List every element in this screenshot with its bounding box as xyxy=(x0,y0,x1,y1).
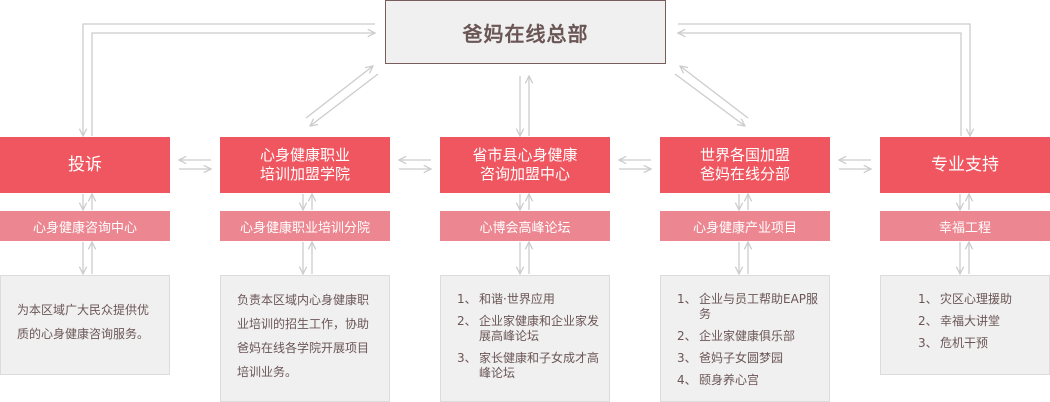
training-description-panel: 负责本区域内心身健康职业培训的招生工作，协助爸妈在线各学院开展项目培训业务。 xyxy=(220,275,390,402)
consulting-center-title-line2: 咨询加盟中心 xyxy=(479,165,570,183)
international-branch-box[interactable]: 世界各国加盟 爸妈在线分部 xyxy=(660,137,830,193)
connector-hq-to-col4 xyxy=(674,73,745,126)
industry-projects-label: 心身健康产业项目 xyxy=(692,220,797,236)
forum-box[interactable]: 心博会高峰论坛 xyxy=(440,211,610,241)
connector-hq-to-support xyxy=(678,23,970,136)
industry-projects-panel: 1、企业与员工帮助EAP服务 2、企业家健康俱乐部 3、爸妈子女圆梦园 4、颐身… xyxy=(660,275,830,402)
complaint-box[interactable]: 投诉 xyxy=(0,137,170,193)
professional-support-box[interactable]: 专业支持 xyxy=(880,137,1050,193)
complaint-description: 为本区域广大民众提供优质的心身健康咨询服务。 xyxy=(17,303,150,341)
connector-col4-to-hq xyxy=(680,66,749,119)
list-item: 3、爸妈子女圆梦园 xyxy=(677,351,784,365)
list-item: 2、幸福大讲堂 xyxy=(918,314,1001,328)
connector-hq-to-col2 xyxy=(310,73,379,126)
complaint-title: 投诉 xyxy=(68,154,102,175)
professional-support-title: 专业支持 xyxy=(931,154,999,175)
connector-hq-to-complaint xyxy=(83,23,375,136)
horizontal-connectors xyxy=(179,160,871,169)
list-item: 2、企业家健康俱乐部 xyxy=(677,329,796,343)
forum-label: 心博会高峰论坛 xyxy=(479,220,571,236)
forum-list: 1、和谐·世界应用 2、企业家健康和企业家发展高峰论坛 3、家长健康和子女成才高… xyxy=(441,276,609,381)
list-item: 4、颐身养心宫 xyxy=(677,373,760,387)
training-academy-title-line1: 心身健康职业 xyxy=(259,146,350,164)
connector-col2-to-hq xyxy=(305,66,373,119)
support-list: 1、灾区心理援助 2、幸福大讲堂 3、危机干预 xyxy=(881,276,1049,351)
complaint-description-panel: 为本区域广大民众提供优质的心身健康咨询服务。 xyxy=(0,275,170,375)
headquarters-box[interactable]: 爸妈在线总部 xyxy=(385,0,666,64)
industry-projects-list: 1、企业与员工帮助EAP服务 2、企业家健康俱乐部 3、爸妈子女圆梦园 4、颐身… xyxy=(661,276,829,388)
training-branch-label: 心身健康职业培训分院 xyxy=(239,220,370,236)
list-item: 1、企业与员工帮助EAP服务 xyxy=(677,292,819,321)
list-item: 3、家长健康和子女成才高峰论坛 xyxy=(457,351,600,380)
international-branch-title-line1: 世界各国加盟 xyxy=(699,146,790,164)
list-item: 3、危机干预 xyxy=(918,336,989,350)
counseling-center-label: 心身健康咨询中心 xyxy=(32,220,137,236)
consulting-center-title-line1: 省市县心身健康 xyxy=(472,146,578,164)
international-branch-title-line2: 爸妈在线分部 xyxy=(699,165,790,183)
connector-complaint-to-hq xyxy=(91,33,375,136)
training-academy-title-line2: 培训加盟学院 xyxy=(259,165,350,183)
list-item: 1、和谐·世界应用 xyxy=(457,292,555,306)
training-branch-box[interactable]: 心身健康职业培训分院 xyxy=(220,211,390,241)
happiness-project-box[interactable]: 幸福工程 xyxy=(880,211,1050,241)
vertical-connectors xyxy=(83,194,969,274)
happiness-project-label: 幸福工程 xyxy=(938,220,991,236)
support-list-panel: 1、灾区心理援助 2、幸福大讲堂 3、危机干预 xyxy=(880,275,1050,375)
list-item: 1、灾区心理援助 xyxy=(918,292,1013,306)
training-academy-box[interactable]: 心身健康职业 培训加盟学院 xyxy=(220,137,390,193)
training-description: 负责本区域内心身健康职业培训的招生工作，协助爸妈在线各学院开展项目培训业务。 xyxy=(237,293,370,379)
counseling-center-box[interactable]: 心身健康咨询中心 xyxy=(0,211,170,241)
headquarters-title: 爸妈在线总部 xyxy=(462,21,589,46)
list-item: 2、企业家健康和企业家发展高峰论坛 xyxy=(457,314,600,343)
consulting-center-box[interactable]: 省市县心身健康 咨询加盟中心 xyxy=(440,137,610,193)
connector-support-to-hq xyxy=(678,33,962,136)
industry-projects-box[interactable]: 心身健康产业项目 xyxy=(660,211,830,241)
forum-list-panel: 1、和谐·世界应用 2、企业家健康和企业家发展高峰论坛 3、家长健康和子女成才高… xyxy=(440,275,610,402)
